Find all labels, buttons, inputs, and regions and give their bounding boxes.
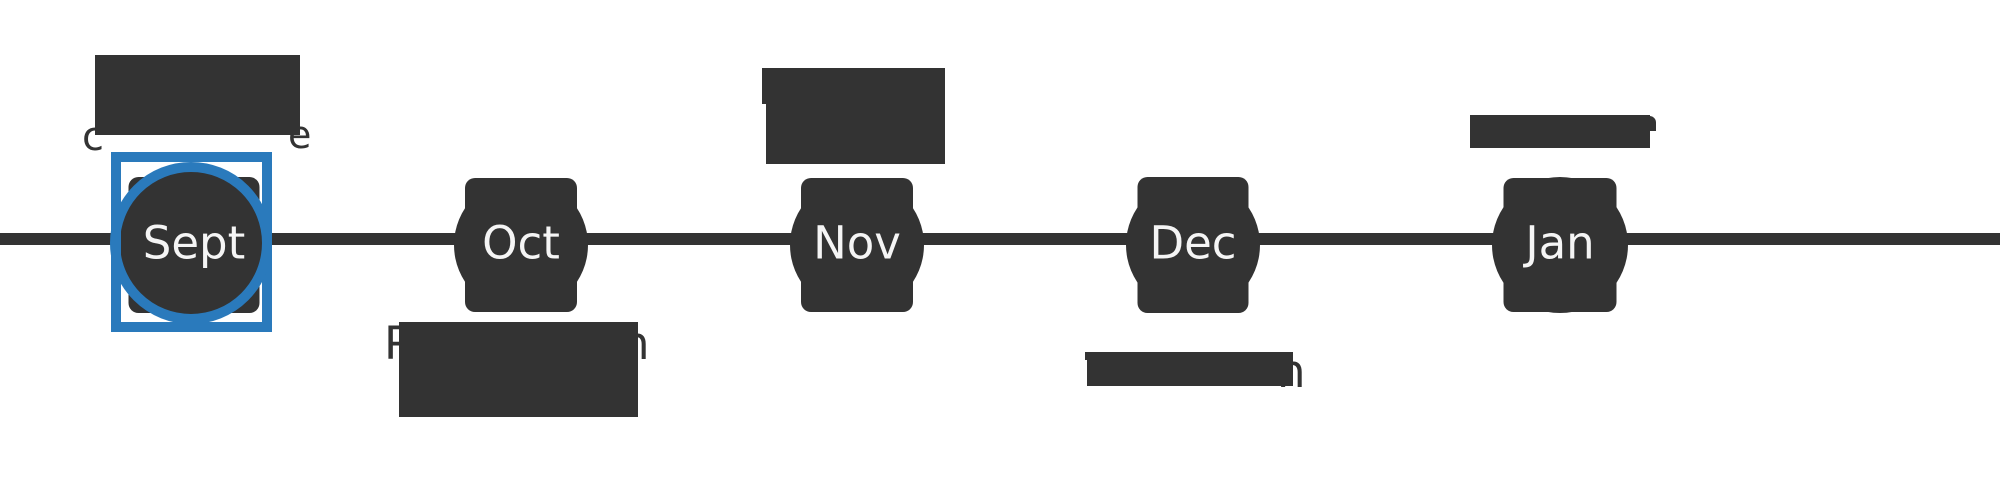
redacted-label-box-sept[interactable] [95, 55, 300, 135]
month-label: Oct [482, 216, 560, 270]
month-label: Jan [1525, 216, 1595, 270]
redacted-label-box-oct[interactable] [399, 322, 638, 417]
node-square-shape [1503, 178, 1617, 312]
redacted-text-fragment-nub [762, 68, 767, 104]
redacted-label-box-dec[interactable] [1087, 352, 1293, 386]
timeline-axis-line [0, 233, 2000, 245]
node-square-shape [801, 178, 913, 312]
node-square-shape [1137, 177, 1249, 313]
month-label: Dec [1149, 216, 1237, 270]
selection-circle-annotation[interactable] [110, 162, 272, 324]
redacted-label-box-jan[interactable] [1470, 115, 1650, 148]
redacted-label-box-nov[interactable] [766, 68, 945, 164]
node-square-shape [465, 178, 577, 312]
month-label: Nov [813, 216, 901, 270]
